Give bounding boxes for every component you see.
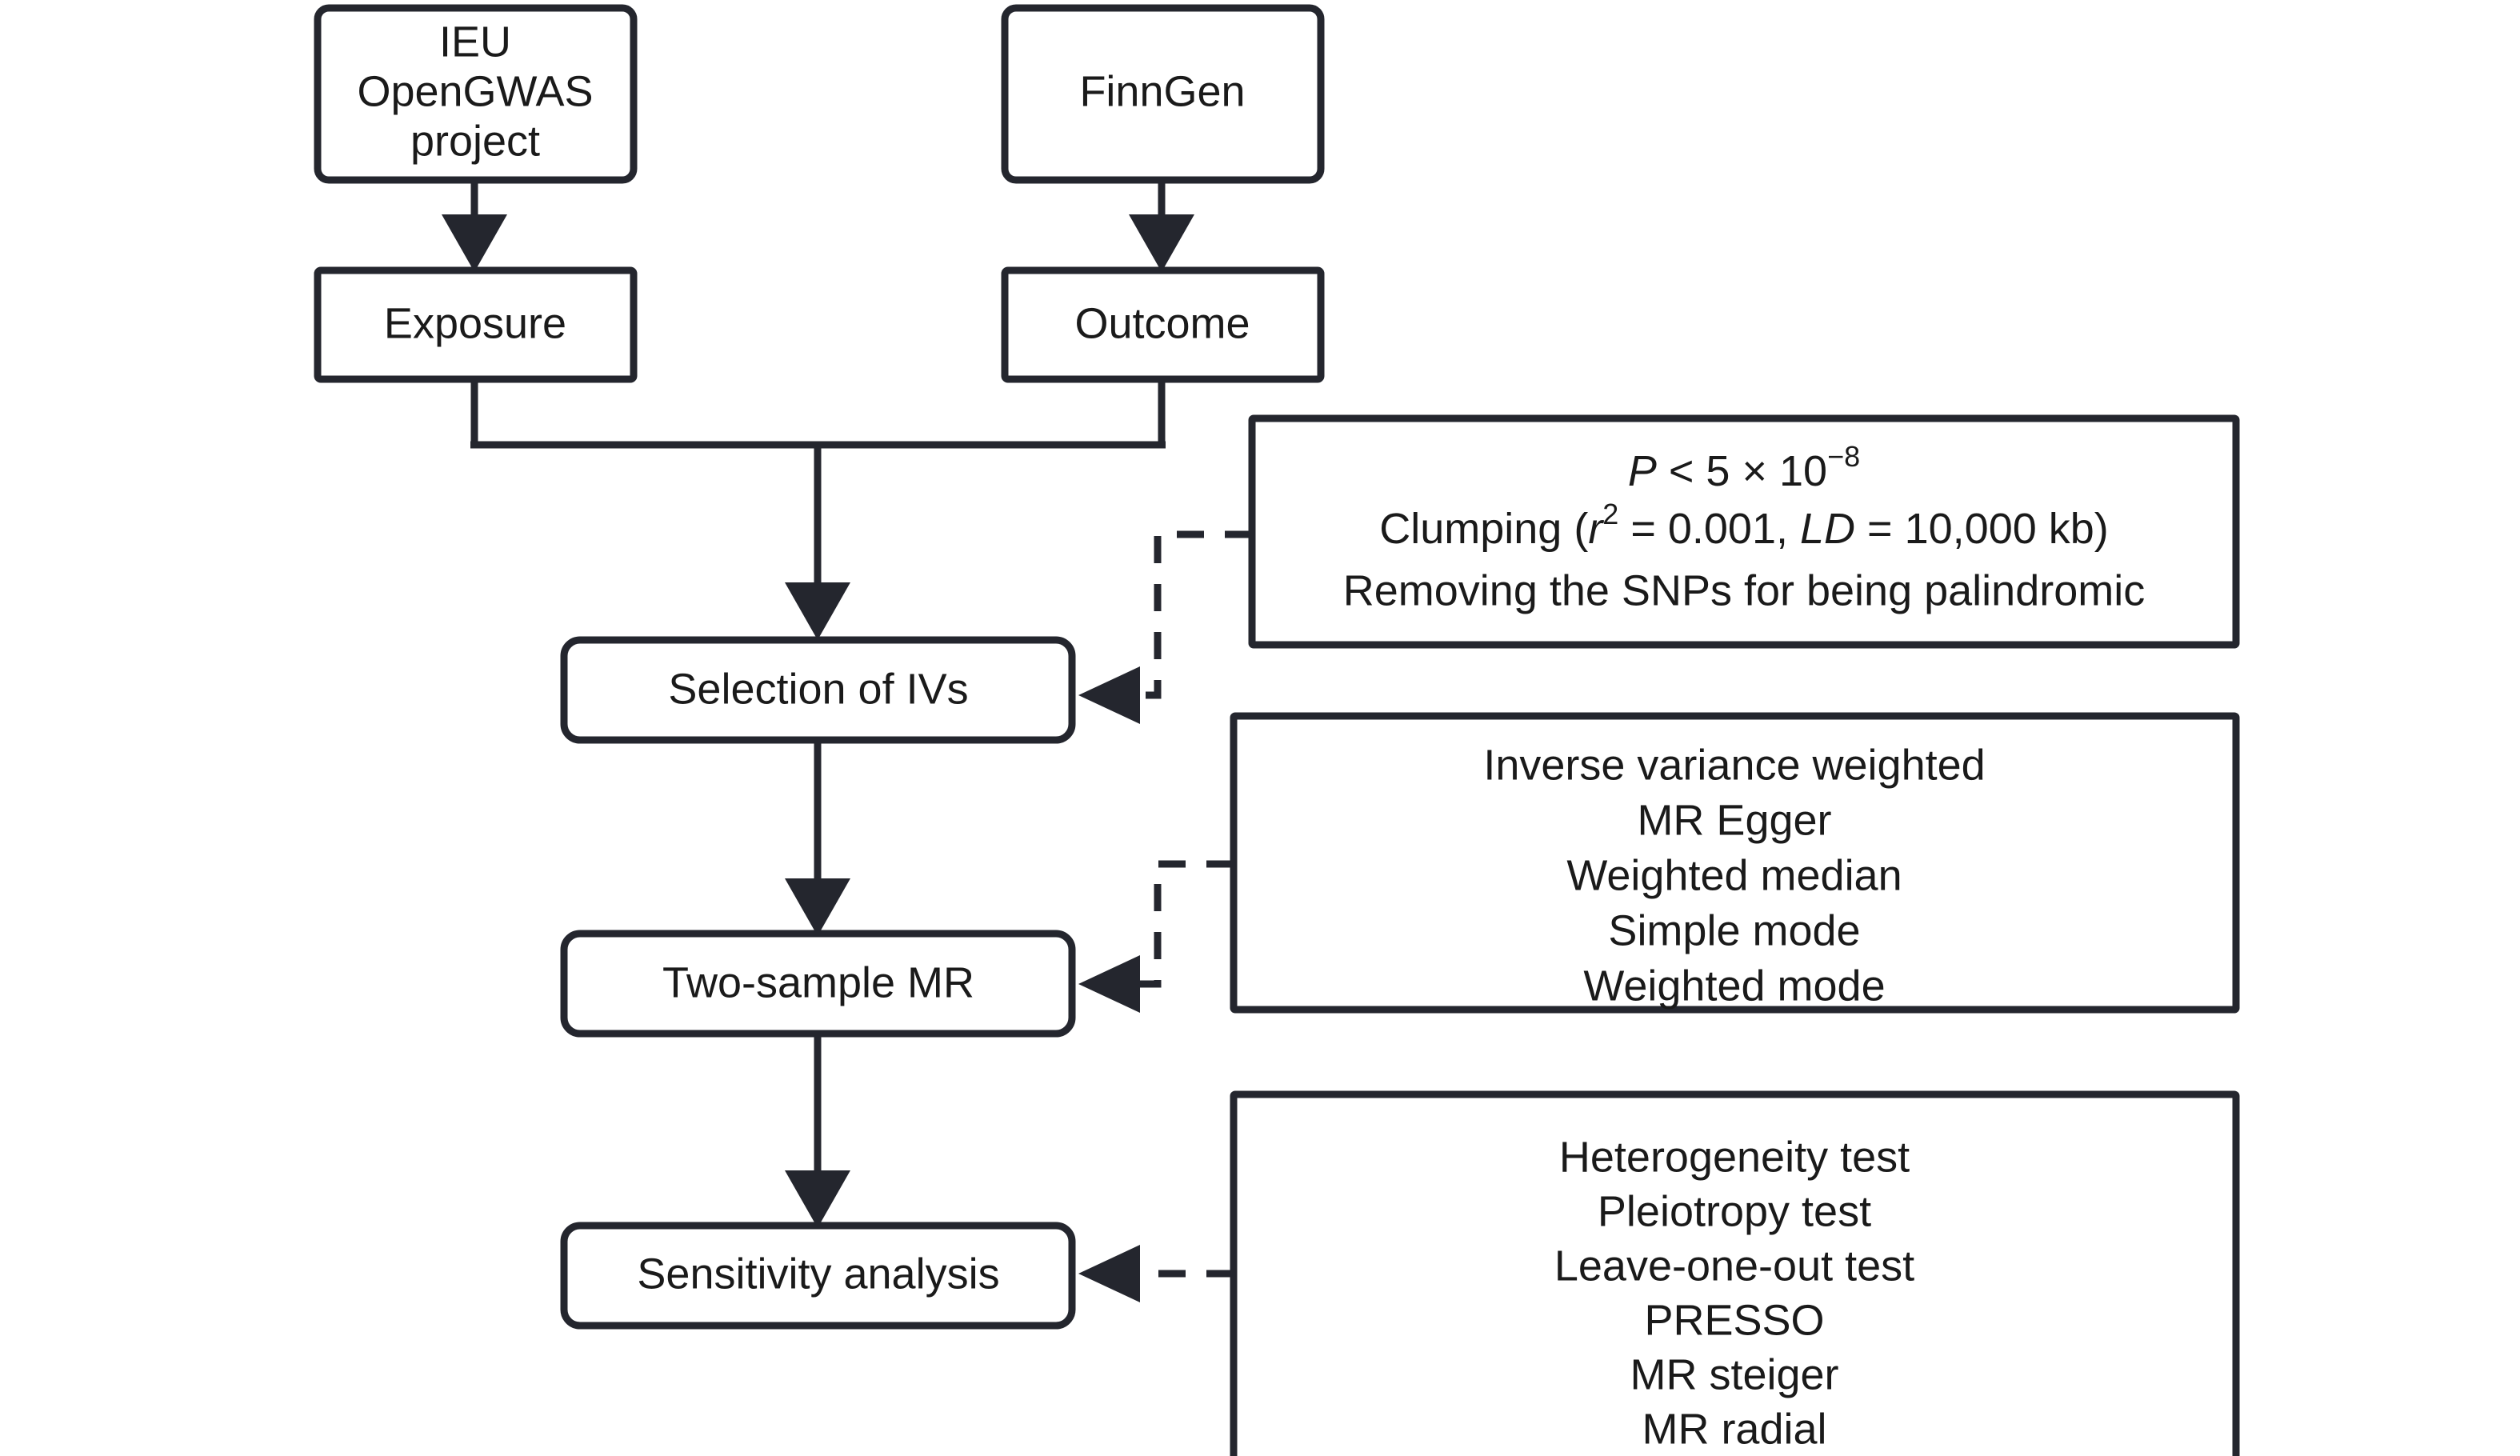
node-outcome-box[interactable] bbox=[1001, 266, 1325, 383]
node-two-sample-mr[interactable]: Two-sample MR bbox=[560, 930, 1076, 1038]
node-ieu-opengwas-project-line1: IEU bbox=[439, 18, 511, 66]
node-finngen-box[interactable] bbox=[1001, 4, 1325, 184]
panel-iv-criteria[interactable]: P < 5 × 10−8 Clumping (r2 = 0.001, LD = … bbox=[1248, 414, 2240, 649]
clumping-suffix: = 10,000 kb) bbox=[1855, 505, 2109, 553]
node-sensitivity-analysis[interactable]: Sensitivity analysis bbox=[560, 1222, 1076, 1330]
clumping-prefix: Clumping ( bbox=[1379, 505, 1588, 553]
panel-mr-methods-item-mr-egger: MR Egger bbox=[1637, 796, 1831, 844]
connector-criteria-to-selection bbox=[1078, 530, 1252, 724]
panel-mr-methods-item-inverse-variance-weighted: Inverse variance weighted bbox=[1483, 741, 1985, 789]
r-exponent: 2 bbox=[1602, 498, 1618, 530]
connector-exposure-outcome-to-selection bbox=[470, 380, 1166, 640]
connector-mr-methods-to-two-sample-mr bbox=[1078, 860, 1234, 1013]
node-exposure-box[interactable] bbox=[314, 266, 638, 383]
node-sensitivity-analysis-box[interactable] bbox=[560, 1222, 1076, 1330]
panel-sensitivity-methods-item-mr-steiger: MR steiger bbox=[1630, 1350, 1838, 1398]
connector-finngen-to-outcome bbox=[1129, 182, 1194, 272]
panel-mr-methods-item-weighted-mode: Weighted mode bbox=[1583, 962, 1885, 1010]
panel-sensitivity-methods-item-heterogeneity-test: Heterogeneity test bbox=[1559, 1133, 1910, 1181]
p-exponent: −8 bbox=[1827, 440, 1860, 473]
node-outcome-label: Outcome bbox=[1074, 299, 1250, 347]
connector-ieu-to-exposure bbox=[442, 182, 507, 272]
ld-symbol: LD bbox=[1800, 505, 1855, 553]
node-finngen-label: FinnGen bbox=[1079, 67, 1245, 115]
panel-mr-methods-box[interactable] bbox=[1230, 712, 2240, 1014]
node-outcome[interactable]: Outcome bbox=[1001, 266, 1325, 383]
panel-iv-criteria-line-clumping: Clumping (r2 = 0.001, LD = 10,000 kb) bbox=[1379, 498, 2109, 554]
panel-sensitivity-methods-item-mr-radial: MR radial bbox=[1642, 1405, 1826, 1453]
connector-sensitivity-methods-to-sensitivity bbox=[1078, 1245, 1234, 1302]
panel-iv-criteria-box[interactable] bbox=[1248, 414, 2240, 649]
node-finngen[interactable]: FinnGen bbox=[1001, 4, 1325, 184]
panel-sensitivity-methods[interactable]: Heterogeneity test Pleiotropy test Leave… bbox=[1230, 1090, 2240, 1456]
node-sensitivity-analysis-label: Sensitivity analysis bbox=[637, 1250, 999, 1298]
panel-sensitivity-methods-item-leave-one-out-test: Leave-one-out test bbox=[1554, 1242, 1914, 1290]
node-ieu-opengwas-project-line3: project bbox=[410, 117, 540, 165]
node-selection-of-ivs-box[interactable] bbox=[560, 636, 1076, 744]
clumping-mid: = 0.001, bbox=[1618, 505, 1800, 553]
node-two-sample-mr-label: Two-sample MR bbox=[662, 958, 974, 1006]
panel-sensitivity-methods-item-presso: PRESSO bbox=[1644, 1296, 1824, 1344]
node-two-sample-mr-box[interactable] bbox=[560, 930, 1076, 1038]
node-ieu-opengwas-project-line2: OpenGWAS bbox=[357, 67, 593, 115]
panel-iv-criteria-line-pvalue: P < 5 × 10−8 bbox=[1628, 440, 1860, 496]
node-selection-of-ivs[interactable]: Selection of IVs bbox=[560, 636, 1076, 744]
node-exposure[interactable]: Exposure bbox=[314, 266, 638, 383]
node-ieu-opengwas-project[interactable]: IEU OpenGWAS project bbox=[314, 4, 638, 184]
panel-mr-methods-item-simple-mode: Simple mode bbox=[1608, 906, 1860, 954]
p-threshold: < 5 × 10 bbox=[1657, 447, 1827, 495]
node-exposure-label: Exposure bbox=[384, 299, 566, 347]
p-symbol: P bbox=[1628, 447, 1657, 495]
connector-two-sample-mr-to-sensitivity bbox=[785, 1034, 850, 1228]
r-symbol: r bbox=[1588, 505, 1604, 553]
panel-sensitivity-methods-box[interactable] bbox=[1230, 1090, 2240, 1456]
node-selection-of-ivs-label: Selection of IVs bbox=[668, 665, 968, 713]
connector-selection-to-two-sample-mr bbox=[785, 740, 850, 936]
node-ieu-opengwas-project-box[interactable] bbox=[314, 4, 638, 184]
panel-iv-criteria-line-palindromic: Removing the SNPs for being palindromic bbox=[1343, 566, 2145, 614]
panel-sensitivity-methods-item-pleiotropy-test: Pleiotropy test bbox=[1598, 1187, 1871, 1235]
panel-mr-methods-item-weighted-median: Weighted median bbox=[1566, 851, 1902, 899]
panel-mr-methods[interactable]: Inverse variance weighted MR Egger Weigh… bbox=[1230, 712, 2240, 1014]
